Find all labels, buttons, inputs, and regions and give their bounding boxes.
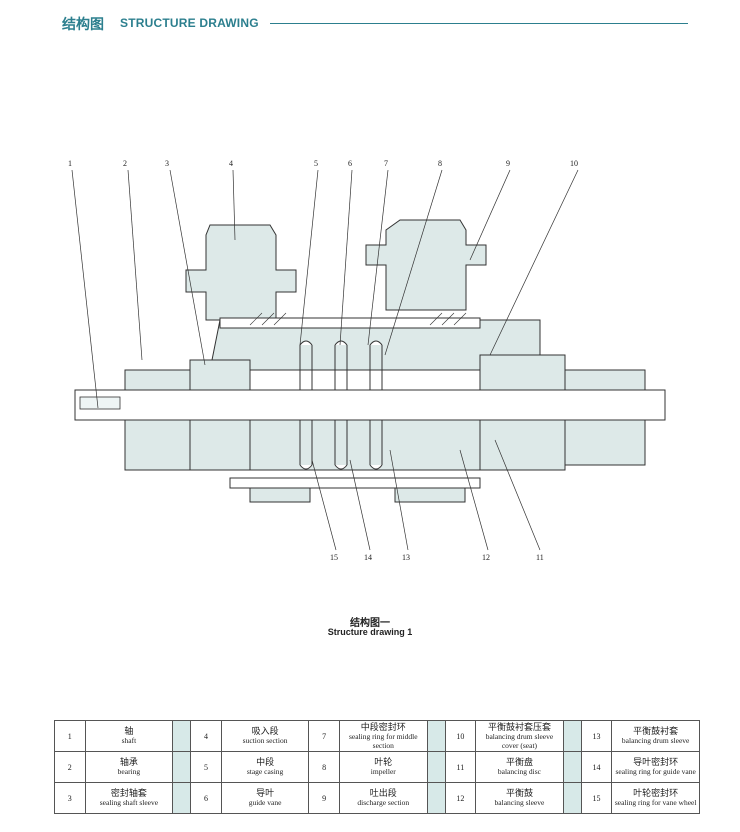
header-rule xyxy=(270,23,688,24)
leader-1 xyxy=(71,169,99,409)
callout-2: 2 xyxy=(123,159,127,168)
drawing-caption-cn: 结构图一 xyxy=(350,618,390,629)
impeller-2-upper xyxy=(334,340,348,390)
tie-rod-top xyxy=(219,317,481,329)
impeller-2-lower xyxy=(334,420,348,470)
leader-4 xyxy=(232,169,236,241)
page-header: 结构图 STRUCTURE DRAWING xyxy=(62,14,688,36)
section-hatching xyxy=(249,312,467,326)
leader-11 xyxy=(494,439,541,551)
header-title-en: STRUCTURE DRAWING xyxy=(120,16,259,30)
leader-2 xyxy=(127,169,143,361)
callout-14: 14 xyxy=(364,553,372,562)
leader-9 xyxy=(469,169,511,261)
callout-8: 8 xyxy=(438,159,442,168)
leader-13 xyxy=(389,449,409,551)
callout-13: 13 xyxy=(402,553,410,562)
suction-nozzle xyxy=(185,224,297,321)
header-title-cn: 结构图 xyxy=(62,16,104,32)
leader-14 xyxy=(349,459,371,551)
shaft-keyway xyxy=(79,396,121,410)
callout-9: 9 xyxy=(506,159,510,168)
shaft xyxy=(74,389,666,421)
callout-5: 5 xyxy=(314,159,318,168)
structure-drawing: 1 2 3 4 5 6 7 8 9 10 15 14 13 12 11 xyxy=(68,159,666,562)
leader-7 xyxy=(367,169,389,346)
impeller-3-lower xyxy=(369,420,383,470)
impeller-1-lower xyxy=(299,420,313,470)
callout-15: 15 xyxy=(330,553,338,562)
leader-3 xyxy=(169,169,206,366)
impeller-1-upper xyxy=(299,340,313,390)
callout-1: 1 xyxy=(68,159,72,168)
callout-3: 3 xyxy=(165,159,169,168)
callout-7: 7 xyxy=(384,159,388,168)
impeller-3-upper xyxy=(369,340,383,390)
leader-8 xyxy=(384,169,443,356)
callout-4: 4 xyxy=(229,159,233,168)
discharge-nozzle xyxy=(365,219,487,311)
leader-6 xyxy=(339,169,353,346)
callout-10: 10 xyxy=(570,159,578,168)
leader-12 xyxy=(459,449,489,551)
leader-15 xyxy=(311,459,337,551)
leader-5 xyxy=(299,169,319,346)
callout-6: 6 xyxy=(348,159,352,168)
drawing-caption-en: Structure drawing 1 xyxy=(327,627,413,637)
leader-10 xyxy=(489,169,579,356)
callout-11: 11 xyxy=(536,553,544,562)
callout-12: 12 xyxy=(482,553,490,562)
